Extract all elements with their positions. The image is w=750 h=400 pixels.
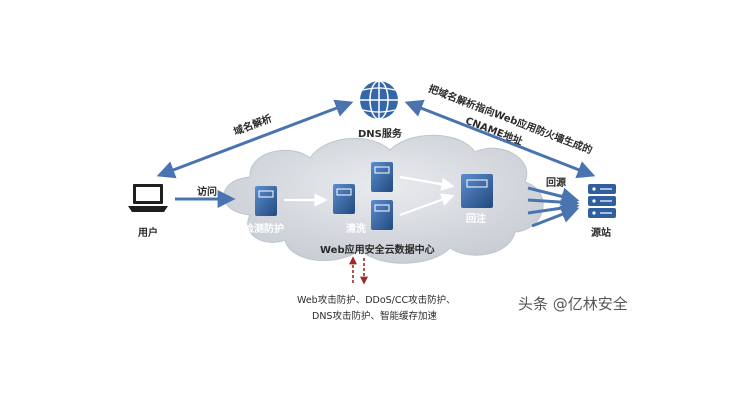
return-inject-label: 回注	[466, 214, 486, 225]
server-return-icon	[461, 174, 493, 208]
user-label: 用户	[138, 228, 158, 239]
back-to-origin-arrows	[527, 186, 580, 228]
origin-label: 源站	[591, 228, 611, 239]
features-line2: DNS攻击防护、智能缓存加速	[312, 311, 437, 322]
domain-resolve-arrow	[156, 99, 354, 179]
origin-server-icon	[588, 184, 616, 218]
back-to-origin-label: 回源	[546, 178, 566, 189]
server-clean-3-icon	[371, 200, 393, 230]
features-line1: Web攻击防护、DDoS/CC攻击防护、	[297, 295, 456, 306]
datacenter-label: Web应用安全云数据中心	[320, 245, 435, 256]
dns-label: DNS服务	[358, 129, 402, 140]
globe-icon	[360, 80, 398, 120]
attack-dashed-arrows	[349, 256, 368, 285]
detect-label: 检测防护	[244, 224, 284, 235]
internal-arrows	[284, 175, 455, 217]
clean-label: 清洗	[346, 224, 366, 235]
cname-arrow	[404, 99, 596, 179]
server-clean-1-icon	[333, 184, 355, 214]
server-detect-icon	[255, 186, 277, 216]
server-clean-2-icon	[371, 162, 393, 192]
watermark: 头条 @亿林安全	[518, 295, 628, 313]
laptop-icon	[128, 184, 168, 212]
visit-label: 访问	[197, 187, 217, 198]
